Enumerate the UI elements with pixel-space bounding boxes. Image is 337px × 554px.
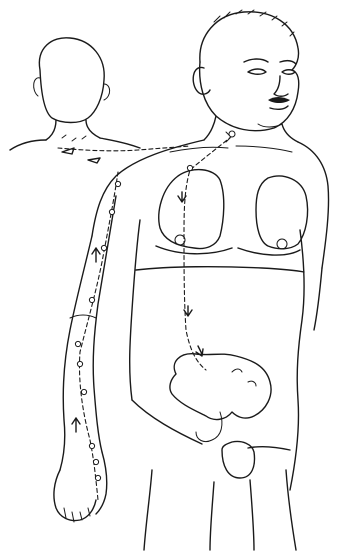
acupoint-8 [89,443,94,448]
arm-arrow-upper [92,248,100,262]
left-arm-inner [93,196,116,452]
right-eyebrow [280,61,296,64]
intestine-detail [232,369,256,386]
left-arm [54,196,116,522]
right-lung [256,176,308,249]
hair-strands [214,10,294,36]
acupoint-5 [75,341,80,346]
back-left-ear [34,78,40,96]
acupoint-9 [93,459,98,464]
left-eye [248,69,266,74]
large-intestine [170,354,271,420]
back-neck-marks [62,135,86,141]
acupoint-4 [89,297,94,302]
inner-legs [210,480,254,550]
elbow-crease [70,315,96,318]
right-flank [290,230,304,490]
back-right-ear [104,84,110,100]
abdomen [132,267,304,550]
mouth [270,106,288,109]
acupoint-chest [187,165,192,170]
right-arm-inner [314,268,322,330]
acupoint-10 [95,475,100,480]
right-eye [282,70,295,75]
left-flank [130,220,140,400]
acupoint-3 [101,245,106,250]
intestine-coil [196,412,222,442]
lungs [159,170,308,249]
left-shoulder-outline [92,140,204,236]
groin-right [248,447,290,450]
left-lung [159,170,224,249]
back-figure [10,38,190,163]
acupoint-1 [115,181,120,186]
front-neck [204,116,298,142]
mustache [268,97,290,103]
left-eyebrow [244,59,268,62]
acupoint-2 [109,209,114,214]
back-shoulders [10,138,140,150]
back-arrow-2 [88,158,100,163]
nose [274,76,288,96]
acupoint-7 [81,389,86,394]
acupoint-neck [229,131,235,137]
arm-arrow-lower [72,418,80,432]
genital-outline [222,441,254,478]
diaphragm-line [136,267,304,272]
front-head [193,10,299,131]
left-arm-outer [60,236,92,470]
back-head-outline [39,38,104,123]
left-leg [144,470,152,550]
right-nipple [277,239,287,249]
clavicles [170,146,292,152]
acupoint-6 [77,361,82,366]
groin-left [132,400,202,444]
